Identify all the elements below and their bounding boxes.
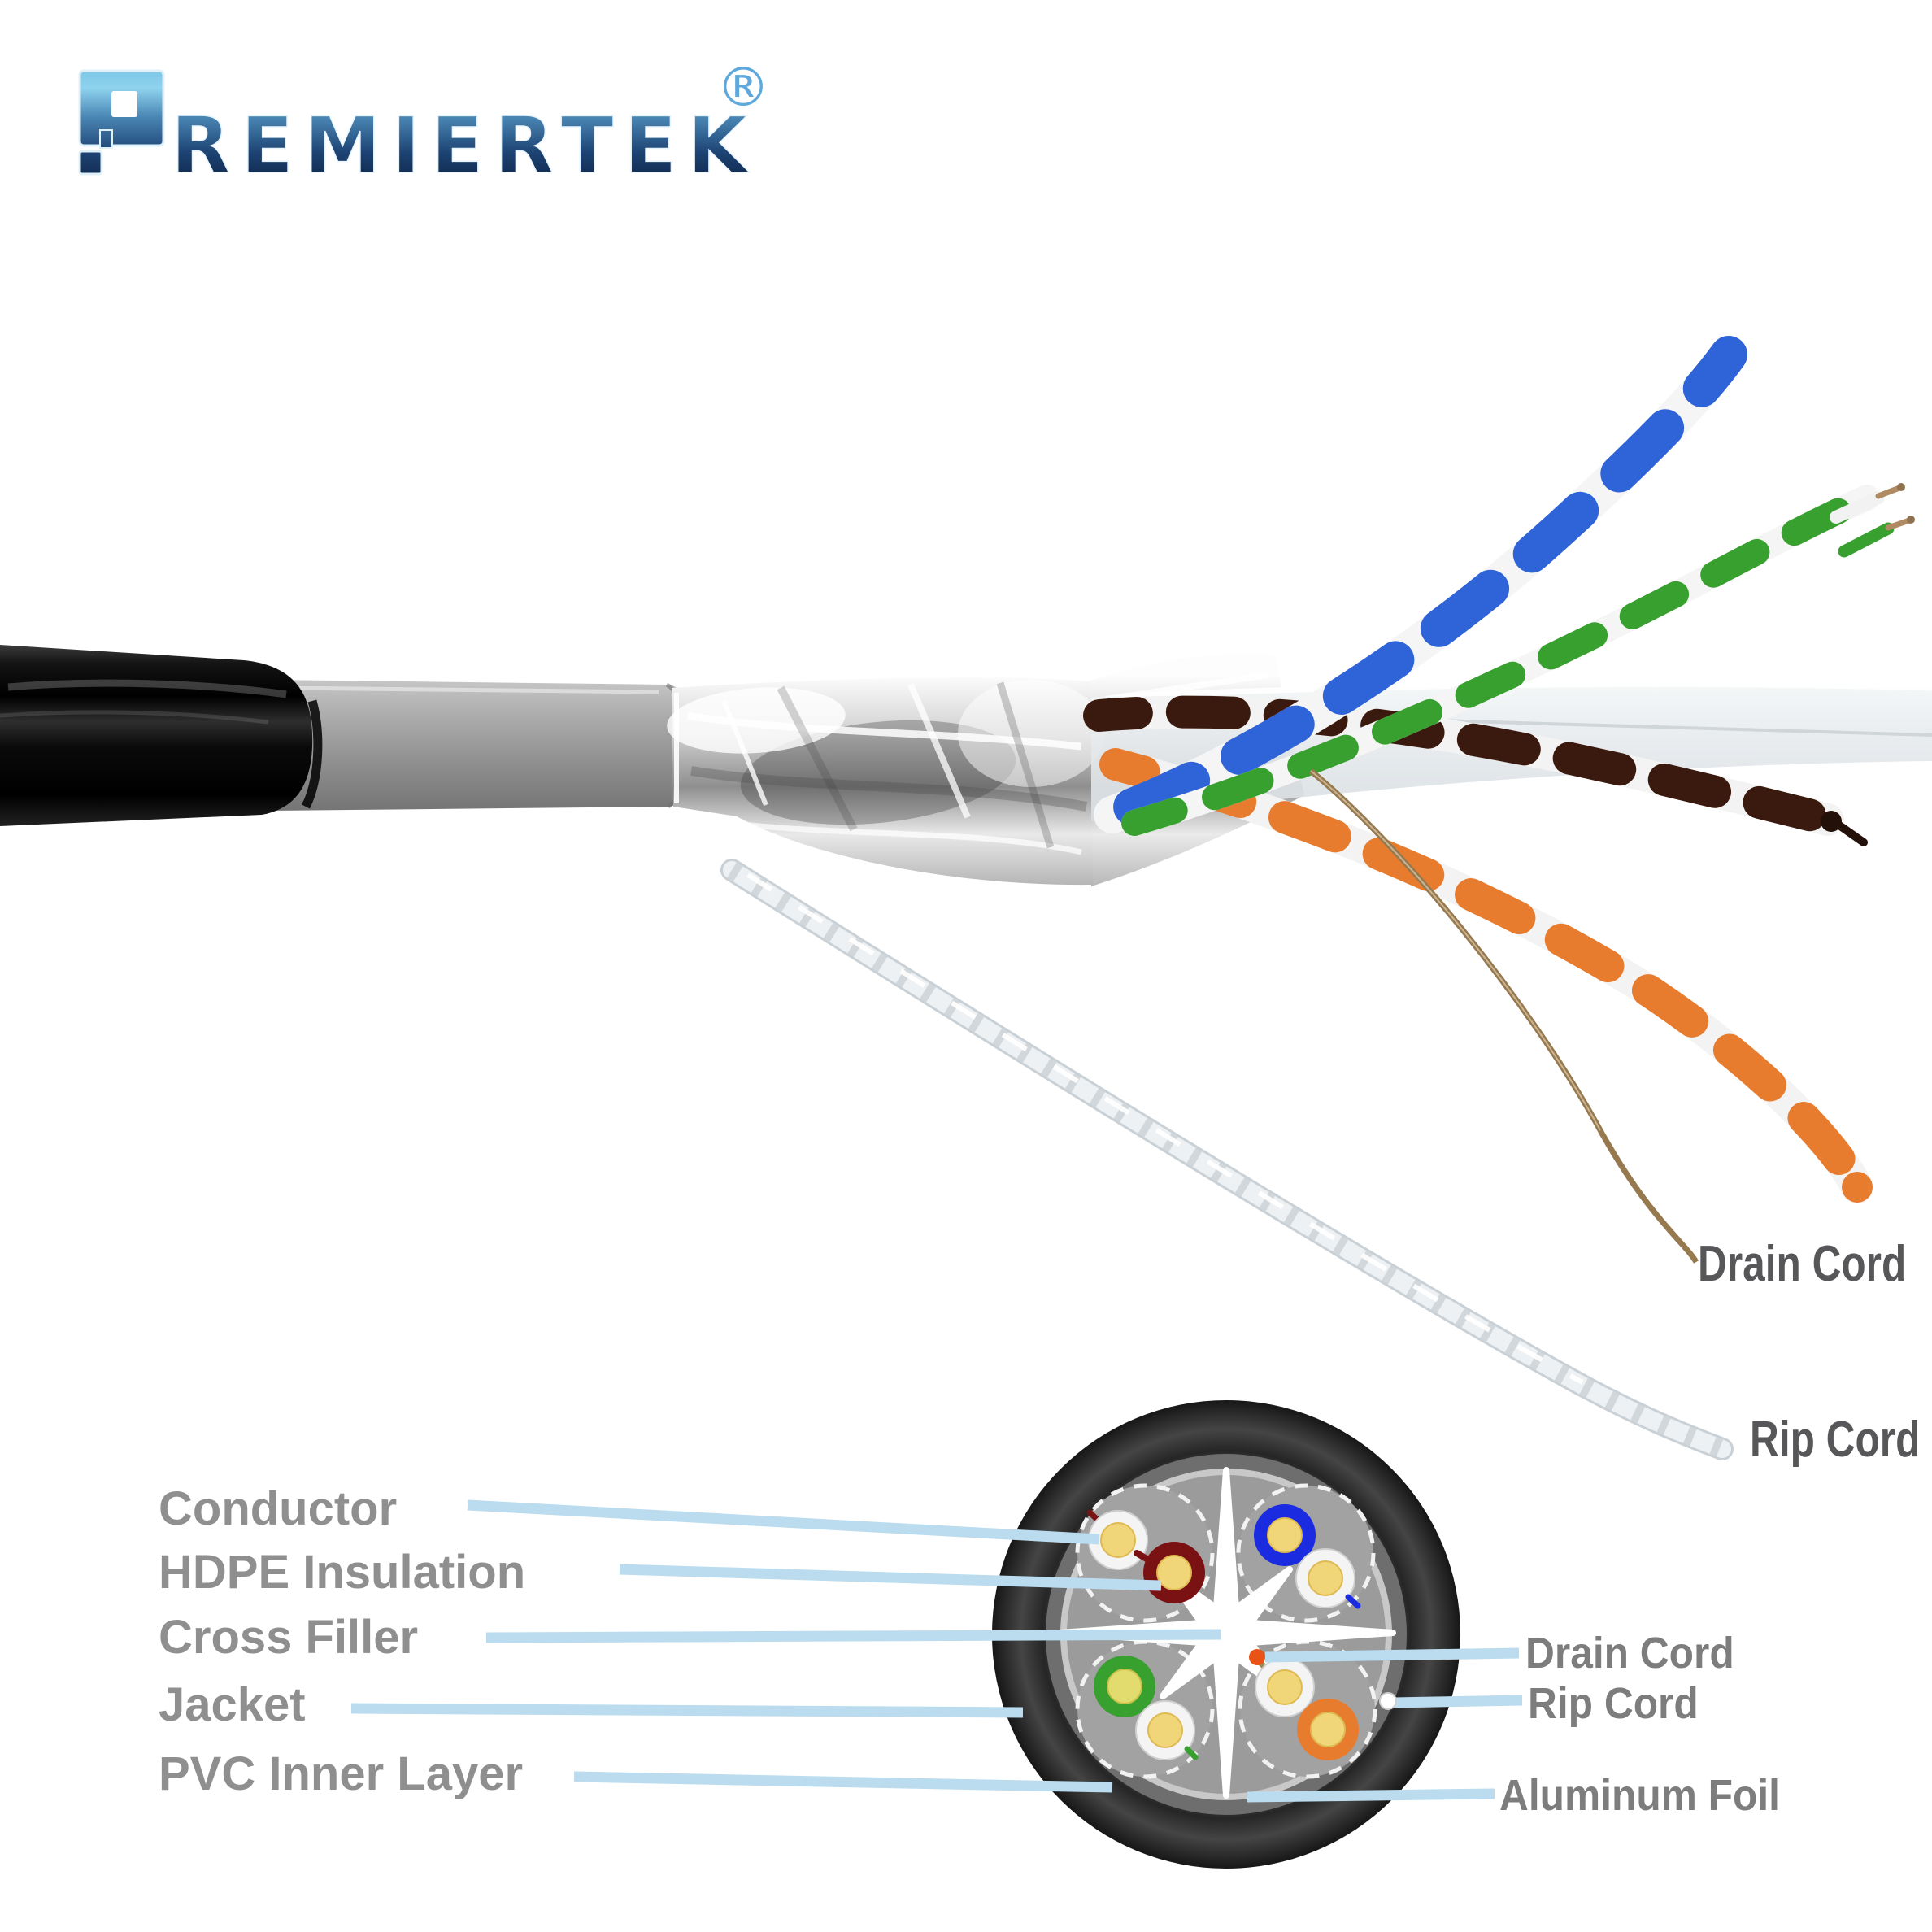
label-pvc-inner-layer: PVC Inner Layer <box>159 1747 524 1800</box>
premiertek-logo: REMIERTEK ® <box>78 56 770 192</box>
cable-cutaway <box>0 336 1932 1460</box>
green-pair-green-tip <box>1838 522 1895 558</box>
xs-cross-filler-star <box>1056 1467 1396 1799</box>
xs-pair-bottom-left <box>1094 1656 1199 1760</box>
jacket-cut-edge <box>302 699 323 809</box>
blue-white-pair <box>1094 336 1747 833</box>
foil-crinkle-7 <box>721 699 768 807</box>
callout-rip-cord: Rip Cord <box>1750 1412 1921 1468</box>
leader-line-conductor <box>467 1499 1100 1545</box>
registered-trademark-icon: ® <box>716 56 770 119</box>
label-jacket: Jacket <box>159 1678 306 1731</box>
green-pair-white-tip <box>1830 491 1885 524</box>
label-cross-filler: Cross Filler <box>159 1611 419 1664</box>
label-rip-cord: Rip Cord <box>1528 1679 1699 1728</box>
logo-wordmark: REMIERTEK <box>171 102 758 191</box>
label-aluminum-foil: Aluminum Foil <box>1499 1771 1780 1820</box>
foil-crinkle-3 <box>707 816 1082 855</box>
logo-p-block-hole <box>111 91 137 117</box>
foil-bright-patch-2 <box>958 680 1104 787</box>
cable-cross-section <box>992 1400 1460 1869</box>
foil-shadow-patch <box>740 720 1016 825</box>
leader-line-hdpe-insulation <box>619 1564 1162 1591</box>
leader-lines <box>350 1499 1523 1803</box>
leader-line-drain-cord <box>1264 1647 1520 1663</box>
foil-crinkle-2 <box>690 766 1088 812</box>
foil-crinkle-5 <box>907 683 971 819</box>
drain-cord-marker-dot <box>1249 1649 1265 1665</box>
xs-pair-top-right <box>1254 1504 1361 1609</box>
wrap-top-highlight <box>1121 681 1932 699</box>
logo-p-block-step <box>99 129 113 149</box>
orange-white-pair <box>1099 748 1873 1203</box>
leader-line-cross-filler <box>485 1629 1222 1643</box>
leader-line-aluminum-foil <box>1247 1788 1495 1803</box>
callout-drain-cord: Drain Cord <box>1698 1236 1907 1292</box>
foil-crinkle-6 <box>996 681 1055 849</box>
outer-jacket <box>0 645 313 826</box>
leader-line-pvc-inner-layer <box>573 1771 1113 1793</box>
wrap-crease <box>1382 717 1932 737</box>
rip-cord-marker-dot <box>1379 1692 1397 1710</box>
leader-line-rip-cord <box>1392 1695 1523 1708</box>
xs-pair-bottom-right <box>1255 1657 1359 1760</box>
label-conductor: Conductor <box>159 1482 398 1535</box>
foil-crinkle-4 <box>777 685 858 832</box>
label-hdpe-insulation: HDPE Insulation <box>159 1546 526 1599</box>
orange-pair-tip <box>1842 1172 1873 1203</box>
jacket-gloss-highlight-2 <box>0 710 269 724</box>
pvc-tube-highlight <box>276 685 659 694</box>
green-white-pair <box>1121 483 1915 836</box>
brown-white-pair <box>1083 695 1868 846</box>
blue-pair-tip <box>1711 337 1747 372</box>
jacket-gloss-highlight <box>7 679 287 698</box>
rip-cord-rope <box>720 859 1734 1460</box>
leader-line-jacket <box>350 1703 1024 1718</box>
logo-p-block-foot <box>78 150 103 176</box>
pvc-inner-layer-tube <box>270 680 690 811</box>
drain-cord-wire <box>1308 768 1699 1264</box>
label-drain-cord: Drain Cord <box>1525 1629 1734 1677</box>
copper-conductor-tip-1 <box>1875 485 1903 499</box>
copper-conductor-tip-2 <box>1885 517 1912 531</box>
